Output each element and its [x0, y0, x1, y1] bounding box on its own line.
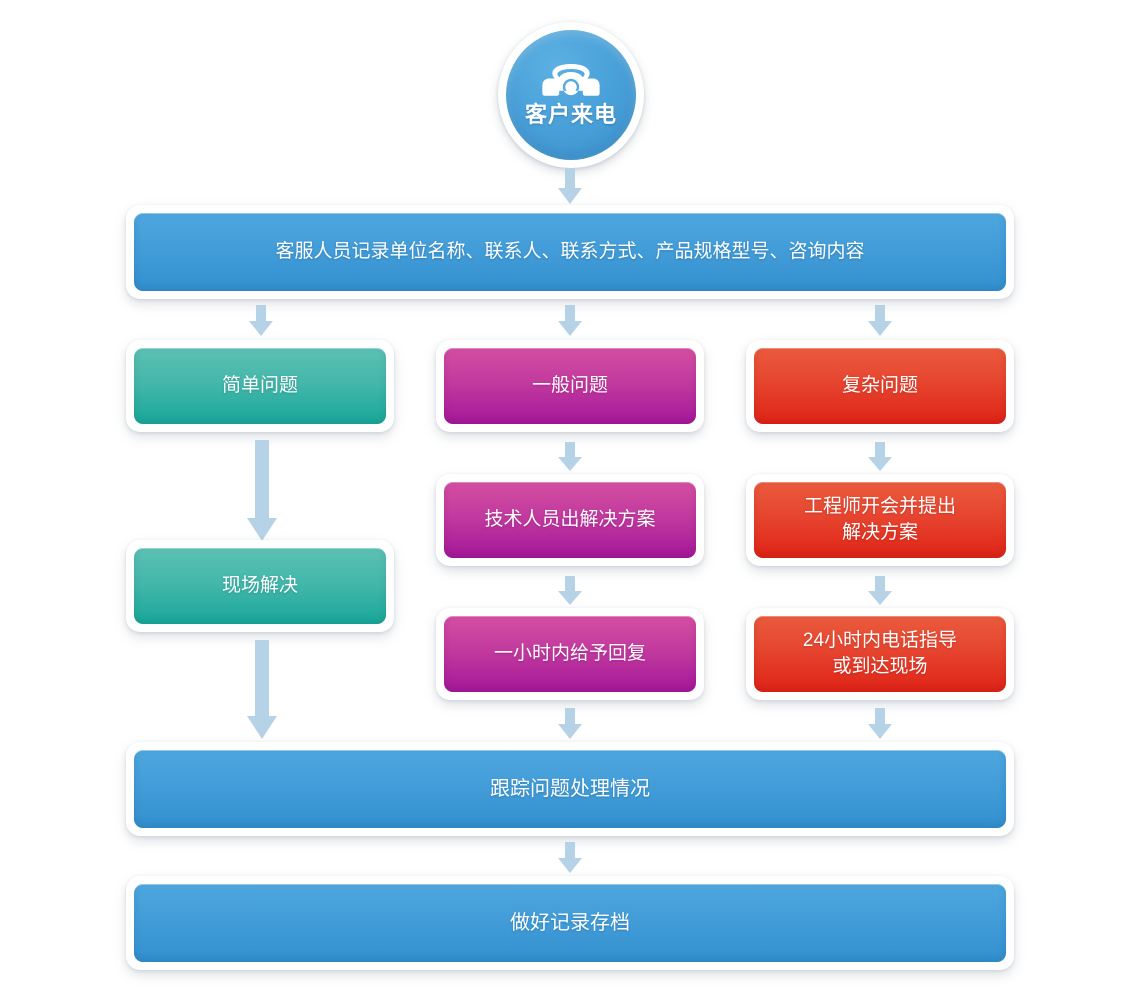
- arrow-general-to-tech: [556, 442, 584, 474]
- arrow-engineer-to-phone-guide: [866, 576, 894, 608]
- start-node-label: 客户来电: [524, 102, 617, 127]
- node-reply-one-hour[interactable]: 一小时内给予回复: [436, 608, 704, 700]
- start-node-circle: 客户来电: [506, 30, 636, 160]
- node-complex-problem[interactable]: 复杂问题: [746, 340, 1014, 432]
- arrow-tech-to-reply: [556, 576, 584, 608]
- node-complex-problem-label: 复杂问题: [754, 348, 1006, 424]
- start-node-customer-call[interactable]: 客户来电: [498, 22, 644, 168]
- node-phone-guide-line1: 24小时内电话指导: [802, 630, 958, 652]
- node-reply-one-hour-label: 一小时内给予回复: [444, 616, 696, 692]
- node-track-progress-label: 跟踪问题处理情况: [134, 750, 1006, 828]
- arrow-record-to-complex: [866, 305, 894, 339]
- node-general-problem-label: 一般问题: [444, 348, 696, 424]
- arrow-onsite-to-track: [246, 640, 278, 742]
- telephone-icon: [542, 64, 600, 96]
- node-archive-record[interactable]: 做好记录存档: [126, 876, 1014, 970]
- arrow-phone-guide-to-track: [866, 708, 894, 742]
- node-phone-guide-text: 24小时内电话指导 或到达现场: [754, 616, 1006, 692]
- arrow-complex-to-engineer: [866, 442, 894, 474]
- node-general-problem[interactable]: 一般问题: [436, 340, 704, 432]
- node-engineer-meeting-line1: 工程师开会并提出: [803, 496, 956, 518]
- node-phone-guide-line2: 或到达现场: [832, 656, 928, 677]
- node-tech-solution[interactable]: 技术人员出解决方案: [436, 474, 704, 566]
- node-engineer-meeting-text: 工程师开会并提出 解决方案: [754, 482, 1006, 558]
- node-onsite-resolve[interactable]: 现场解决: [126, 540, 394, 632]
- node-phone-guide[interactable]: 24小时内电话指导 或到达现场: [746, 608, 1014, 700]
- node-simple-problem-label: 简单问题: [134, 348, 386, 424]
- arrow-record-to-simple: [247, 305, 275, 339]
- arrow-circle-to-record: [556, 168, 584, 208]
- node-engineer-meeting[interactable]: 工程师开会并提出 解决方案: [746, 474, 1014, 566]
- arrow-simple-to-onsite: [246, 440, 278, 545]
- node-simple-problem[interactable]: 简单问题: [126, 340, 394, 432]
- node-record-customer-info[interactable]: 客服人员记录单位名称、联系人、联系方式、产品规格型号、咨询内容: [126, 205, 1014, 299]
- arrow-track-to-archive: [556, 842, 584, 876]
- arrow-reply-to-track: [556, 708, 584, 742]
- node-onsite-resolve-label: 现场解决: [134, 548, 386, 624]
- node-archive-record-label: 做好记录存档: [134, 884, 1006, 962]
- node-record-customer-info-label: 客服人员记录单位名称、联系人、联系方式、产品规格型号、咨询内容: [134, 213, 1006, 291]
- node-tech-solution-label: 技术人员出解决方案: [444, 482, 696, 558]
- arrow-record-to-general: [556, 305, 584, 339]
- node-track-progress[interactable]: 跟踪问题处理情况: [126, 742, 1014, 836]
- node-engineer-meeting-line2: 解决方案: [841, 522, 918, 543]
